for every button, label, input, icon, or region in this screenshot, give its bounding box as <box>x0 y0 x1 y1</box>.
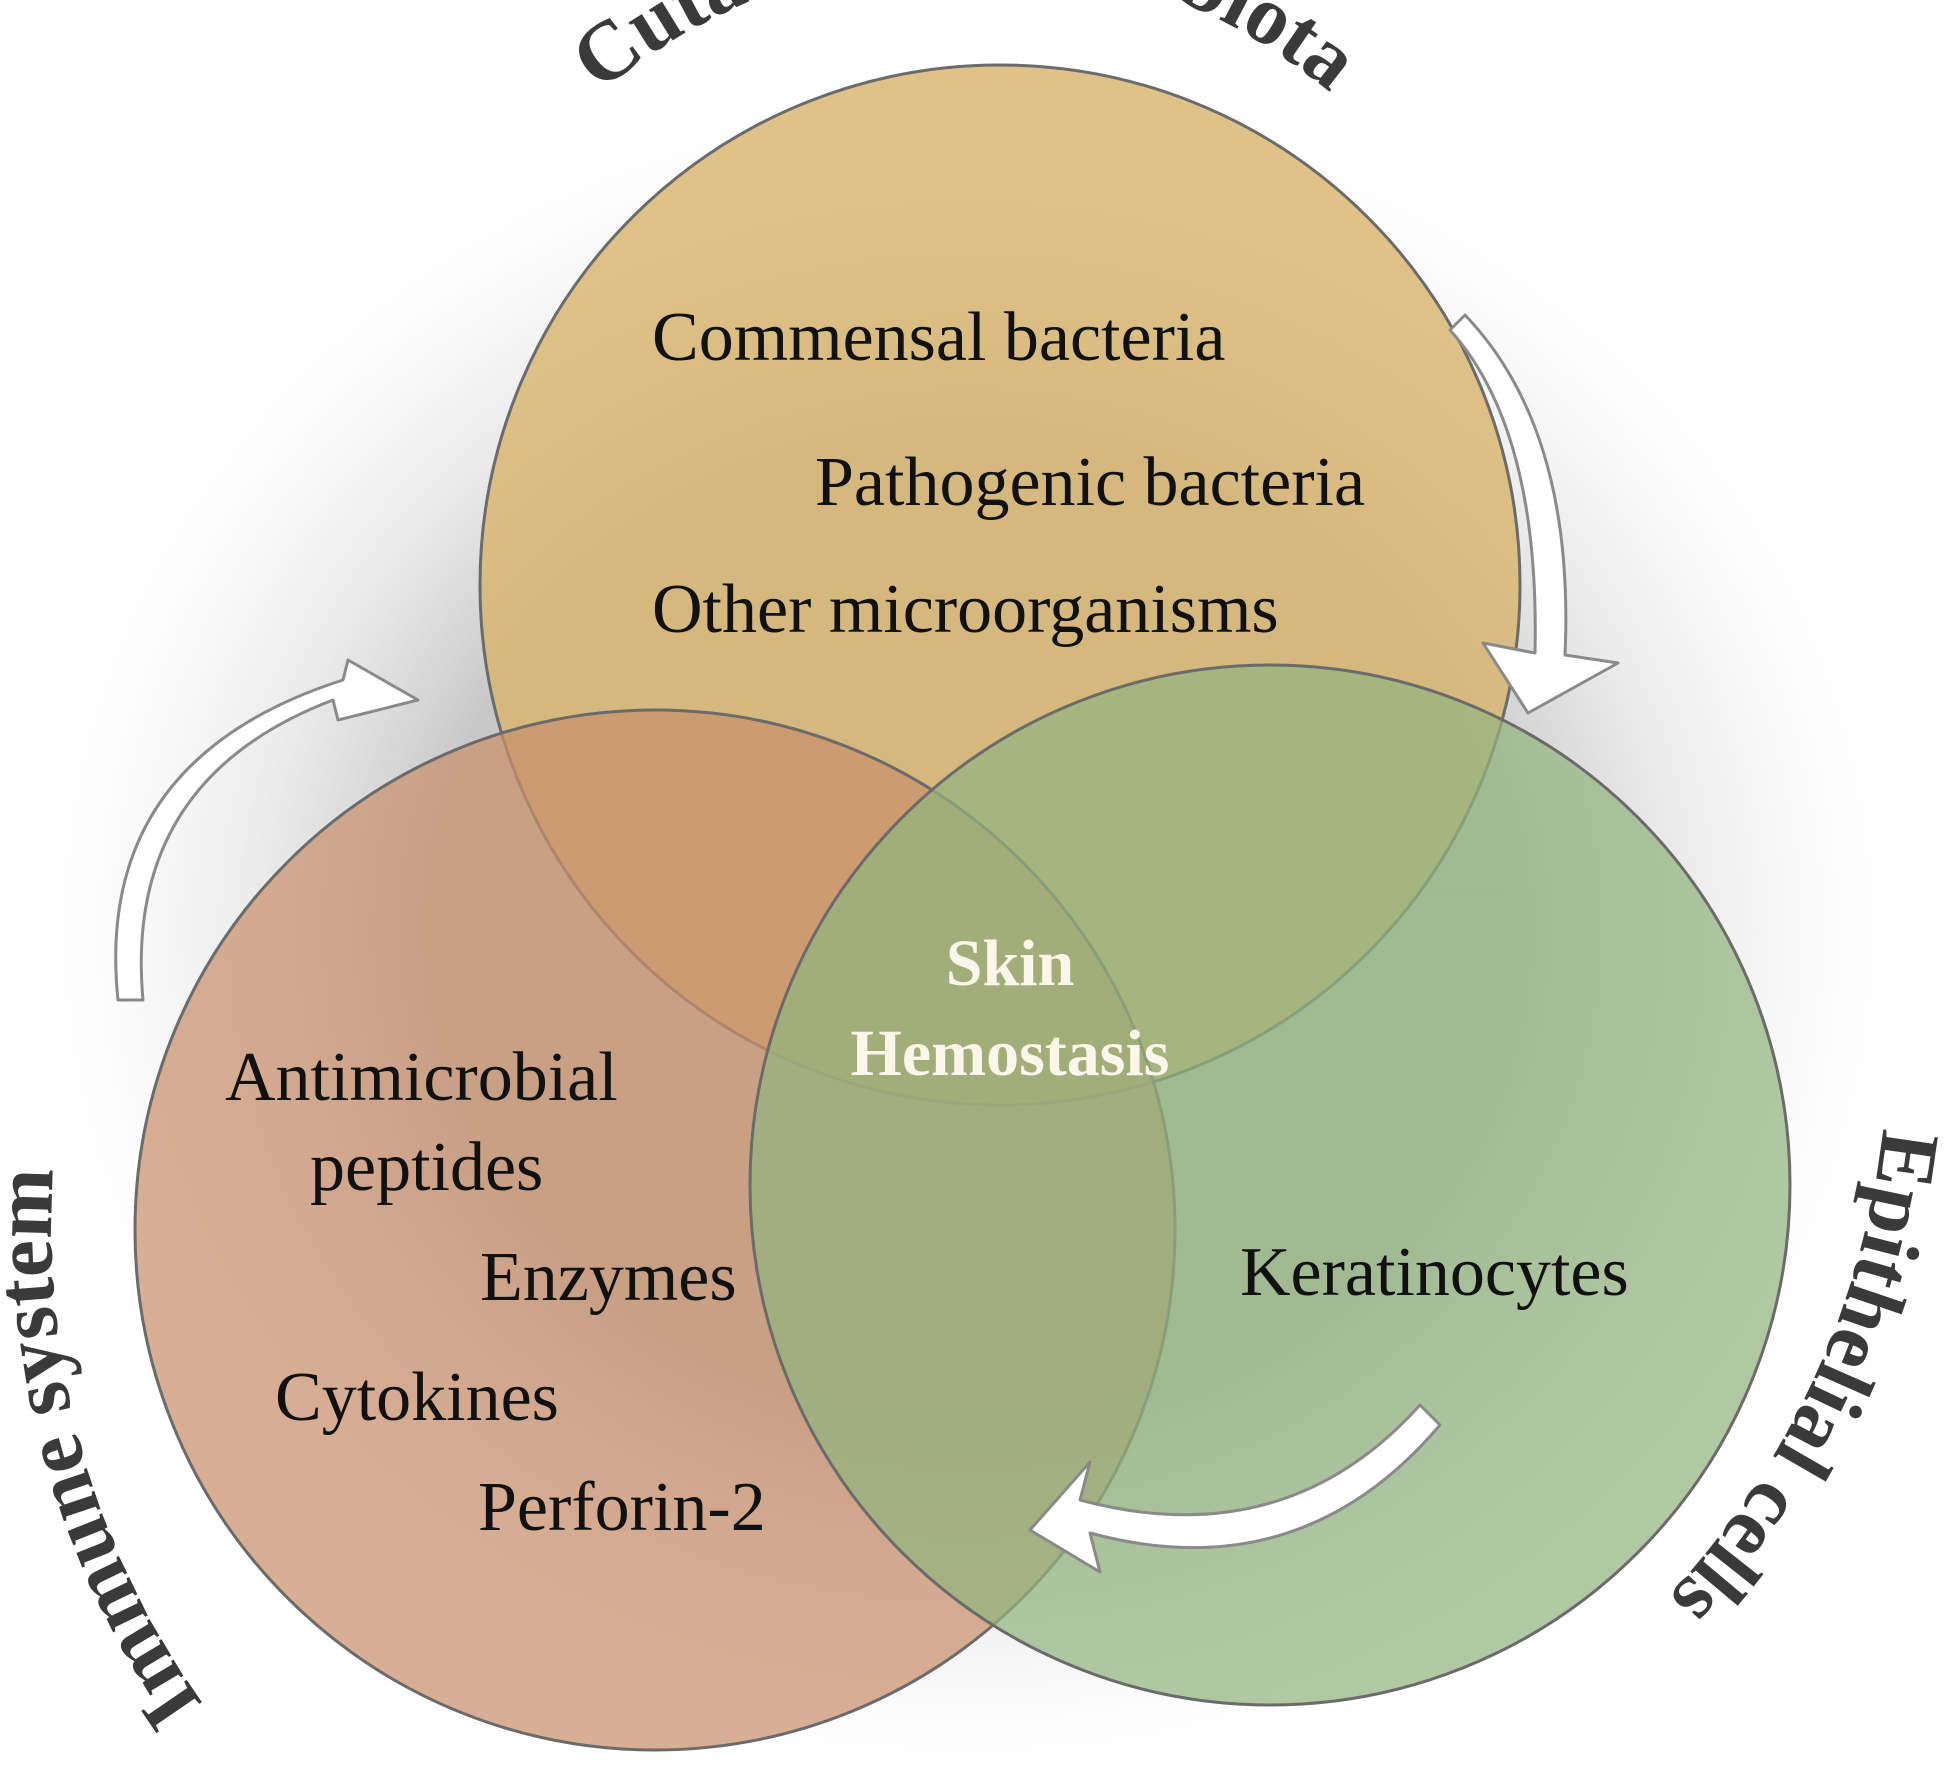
arrow-top-right-icon <box>1448 313 1620 715</box>
center-label-line2: Hemostasis <box>851 1017 1170 1090</box>
microbiota-item: Pathogenic bacteria <box>815 444 1365 521</box>
arrow-bottom-icon <box>1028 1403 1442 1574</box>
immune-item: peptides <box>310 1129 543 1206</box>
epithelial-circle <box>748 663 1792 1707</box>
microbiota-item: Commensal bacteria <box>652 299 1225 376</box>
center-label-line1: Skin <box>946 927 1074 1000</box>
microbiota-item: Other microorganisms <box>652 571 1279 648</box>
immune-item: Enzymes <box>480 1239 737 1316</box>
immune-item: Antimicrobial <box>225 1039 618 1116</box>
immune-item: Cytokines <box>275 1359 559 1436</box>
arrow-left-icon <box>114 658 420 1002</box>
immune-item: Perforin-2 <box>478 1469 766 1546</box>
epithelial-item: Keratinocytes <box>1240 1234 1629 1311</box>
